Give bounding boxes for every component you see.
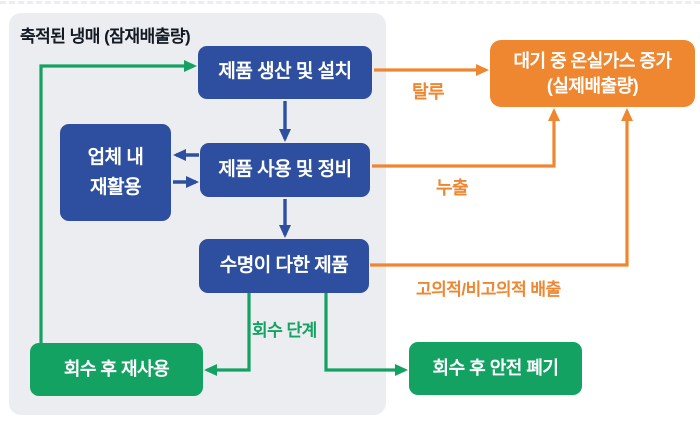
node-use-maintenance: 제품 사용 및 정비 xyxy=(200,143,370,197)
node-reuse-after-recovery-label: 회수 후 재사용 xyxy=(63,358,170,379)
edge-reuse-to-production xyxy=(39,60,197,343)
node-end-of-life: 수명이 다한 제품 xyxy=(199,239,369,293)
node-internal-recycling: 업체 내 재활용 xyxy=(60,124,171,221)
node-atmosphere-ghg-increase-label: 대기 중 온실가스 증가 (실제배출량) xyxy=(513,51,672,96)
node-safe-disposal-after-recovery: 회수 후 안전 폐기 xyxy=(409,342,582,395)
edge-label-recovery-stage: 회수 단계 xyxy=(252,321,317,340)
node-internal-recycling-label: 업체 내 재활용 xyxy=(87,147,144,198)
node-use-maintenance-label: 제품 사용 및 정비 xyxy=(218,158,352,180)
node-production-installation-label: 제품 생산 및 설치 xyxy=(218,61,352,83)
edge-label-intentional-emission: 고의적/비고의적 배출 xyxy=(416,280,561,299)
node-production-installation: 제품 생산 및 설치 xyxy=(198,46,372,99)
node-safe-disposal-after-recovery-label: 회수 후 안전 폐기 xyxy=(432,357,559,378)
edge-label-leak: 누출 xyxy=(436,178,469,198)
edge-eol-to-disposal xyxy=(324,293,408,376)
edge-use-to-atmosphere xyxy=(372,108,560,168)
edge-eol-to-atmosphere xyxy=(370,108,633,267)
top-dashed-divider xyxy=(0,1,700,4)
node-reuse-after-recovery: 회수 후 재사용 xyxy=(30,343,203,396)
edge-eol-to-reuse xyxy=(204,293,251,376)
edge-label-fugitive: 탈루 xyxy=(412,82,445,102)
panel-title: 축적된 냉매 (잠재배출량) xyxy=(20,27,191,46)
node-end-of-life-label: 수명이 다한 제품 xyxy=(219,254,349,276)
node-atmosphere-ghg-increase: 대기 중 온실가스 증가 (실제배출량) xyxy=(490,40,695,107)
